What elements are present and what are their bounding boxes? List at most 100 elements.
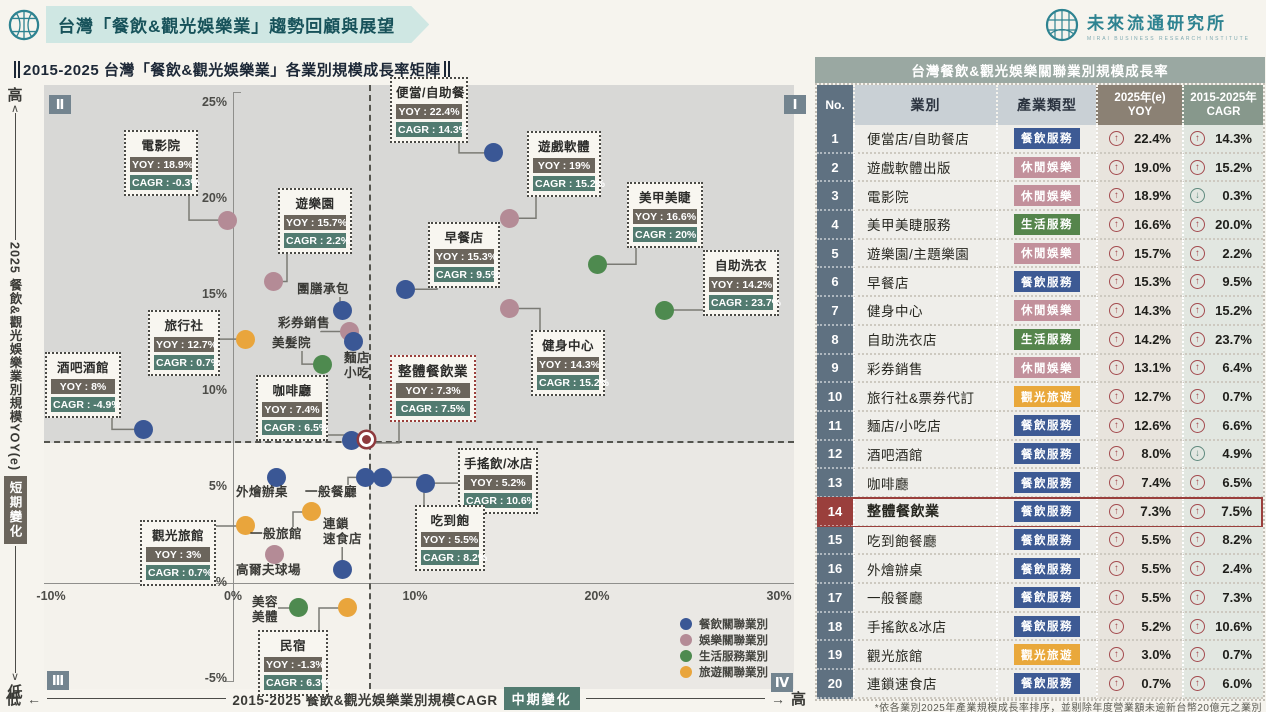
industry-type-badge: 餐飲服務 [1014,586,1080,608]
data-point-高爾夫球場 [265,544,285,564]
up-arrow-icon: ↑ [1109,302,1124,318]
point-label-title: 觀光旅館 [151,529,204,543]
data-point-麵店小吃 [343,331,363,351]
point-label-title: 吃到飽 [430,514,470,528]
industry-name-cell: 自助洗衣店 [853,325,996,355]
cagr-value: 2.4% [1222,561,1252,577]
row-number-cell: 6 [817,268,853,298]
industry-type-cell: 休閒娛樂 [996,153,1096,183]
table-title: 台灣餐飲&觀光娛樂關聯業別規模成長率 [815,57,1265,83]
cagr: ↑8.2% [1182,526,1263,556]
title-bar-right [447,61,450,78]
point-yoy-value: YOY : 22.4% [396,104,462,119]
y-axis-line [233,92,234,682]
point-cagr-value: CAGR : 23.7% [709,295,782,310]
yoy-value: 15.7% [1134,245,1171,261]
up-arrow-icon: ↑ [1109,417,1124,433]
up-arrow-icon: ↑ [1109,589,1124,605]
legend-dot-icon [680,650,692,662]
point-label-title: 遊戲軟體 [537,140,590,154]
legend-label: 旅遊關聯業別 [699,667,768,679]
point-label-title: 健身中心 [541,339,594,353]
x-axis-line [44,583,794,584]
cagr-value: 20.0% [1215,216,1252,232]
data-point-觀光旅館 [236,515,256,535]
x-tick-label: -10% [36,589,66,603]
industry-type-badge: 休閒娛樂 [1014,242,1080,264]
point-text-label: 高爾夫球場 [236,563,302,577]
data-point-一般餐廳 [356,467,376,487]
point-cagr-value: CAGR : -0.3% [130,175,200,190]
cagr-value: 2.2% [1222,245,1252,261]
point-label-title: 便當/自助餐 [396,86,465,100]
yoy: ↑5.5% [1096,584,1182,613]
quadrant-badge-3: Ⅲ [47,671,69,690]
legend-dot-icon [680,666,692,678]
legend-dot-icon [680,634,692,646]
point-label-title: 旅行社 [164,319,204,333]
row-number-cell: 2 [817,153,853,183]
up-arrow-icon: ↑ [1109,389,1124,405]
up-arrow-icon: ↑ [1190,389,1205,405]
industry-type-badge: 餐飲服務 [1014,500,1080,522]
cagr-value: 6.5% [1222,475,1252,491]
yoy: ↑14.2% [1096,325,1182,355]
title-bar-left [14,61,16,78]
cagr: ↑20.0% [1182,211,1263,240]
brand-logo-icon [1045,8,1079,42]
x-axis-label: 2015-2025 餐飲&觀光娛樂業別規模CAGR [232,692,498,708]
data-point-咖啡廳 [341,431,361,451]
row-number-cell: 3 [817,182,853,212]
y-axis-bottom-tick [225,681,233,682]
point-yoy-value: YOY : 14.2% [709,277,773,292]
yoy: ↑15.3% [1096,268,1182,298]
industry-type-cell: 生活服務 [996,325,1096,355]
data-point-一般旅館 [301,502,321,522]
industry-name-cell: 遊戲軟體出版 [853,153,996,183]
up-arrow-icon: ↑ [1109,159,1124,175]
data-point-吃到飽 [372,467,392,487]
cagr: ↑15.2% [1182,297,1263,326]
yoy: ↑ 12.6% [1096,411,1182,441]
yoy-value: 12.6% [1134,417,1171,433]
point-cagr-value: CAGR : -4.9% [51,397,121,412]
up-arrow-icon: ↑ [1190,475,1205,491]
col-header-cagr: 2015-2025年 CAGR [1182,85,1263,125]
yoy: ↑18.9% [1096,182,1182,212]
point-label-title: 美甲美睫 [638,191,691,205]
cagr: ↑10.6% [1182,612,1263,642]
data-point-早餐店 [396,279,416,299]
industry-type-badge: 生活服務 [1014,328,1080,350]
down-arrow-icon: ↓ [1190,188,1205,204]
row-number-cell: 15 [817,526,853,556]
up-arrow-icon: ↑ [1109,446,1124,462]
industry-type-cell: 餐飲服務 [996,268,1096,298]
data-point-健身中心 [500,298,520,318]
point-cagr-value: CAGR : 6.3% [264,675,331,690]
point-yoy-value: YOY : -1.3% [264,657,325,672]
data-point-團膳承包 [332,300,352,320]
yoy-value: 14.2% [1134,331,1171,347]
col-header-industry: 業別 [853,85,996,125]
chart-legend: 餐飲關聯業別娛樂關聯業別生活服務業別旅遊關聯業別 [680,616,768,680]
up-arrow-icon: ↑ [1109,503,1124,519]
industry-type-badge: 觀光旅遊 [1014,644,1080,666]
point-cagr-value: CAGR : 8.2% [421,550,488,565]
industry-name-cell: 觀光旅館 [853,641,996,671]
row-number-cell: 10 [817,383,853,412]
yoy-value: 19.0% [1134,159,1171,175]
row-number-cell: 18 [817,612,853,642]
row-number-cell: 7 [817,297,853,326]
industry-type-cell: 休閒娛樂 [996,354,1096,384]
y-tick-label: 15% [201,287,227,301]
yoy-value: 3.0% [1141,647,1171,663]
